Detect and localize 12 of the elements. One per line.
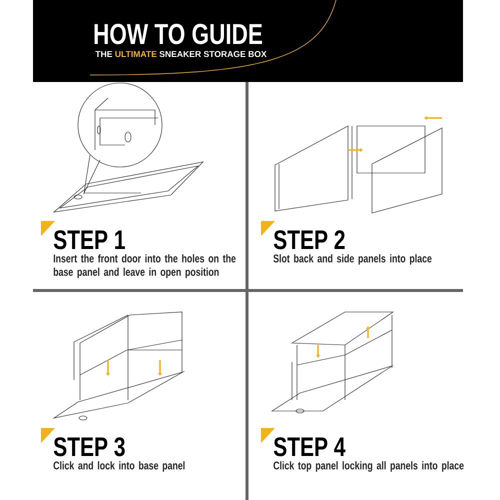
label: Click top panel locking all panels into place [274,461,464,472]
label: ULTIMATE [115,51,157,58]
label: Click and lock into base panel [54,461,185,472]
label: STEP 4 [274,437,346,456]
label: Insert the front door into the holes on the base panel and leave in open position [54,254,236,278]
label: STEP 2 [274,230,345,250]
label: SNEAKER STORAGE BOX [160,51,267,58]
diagram-title: HOW TO GUIDE [94,24,262,44]
label: THE [95,51,112,57]
label: Slot back and side panels into place [273,254,432,265]
label: STEP 3 [54,437,125,456]
label: STEP 1 [54,230,125,250]
